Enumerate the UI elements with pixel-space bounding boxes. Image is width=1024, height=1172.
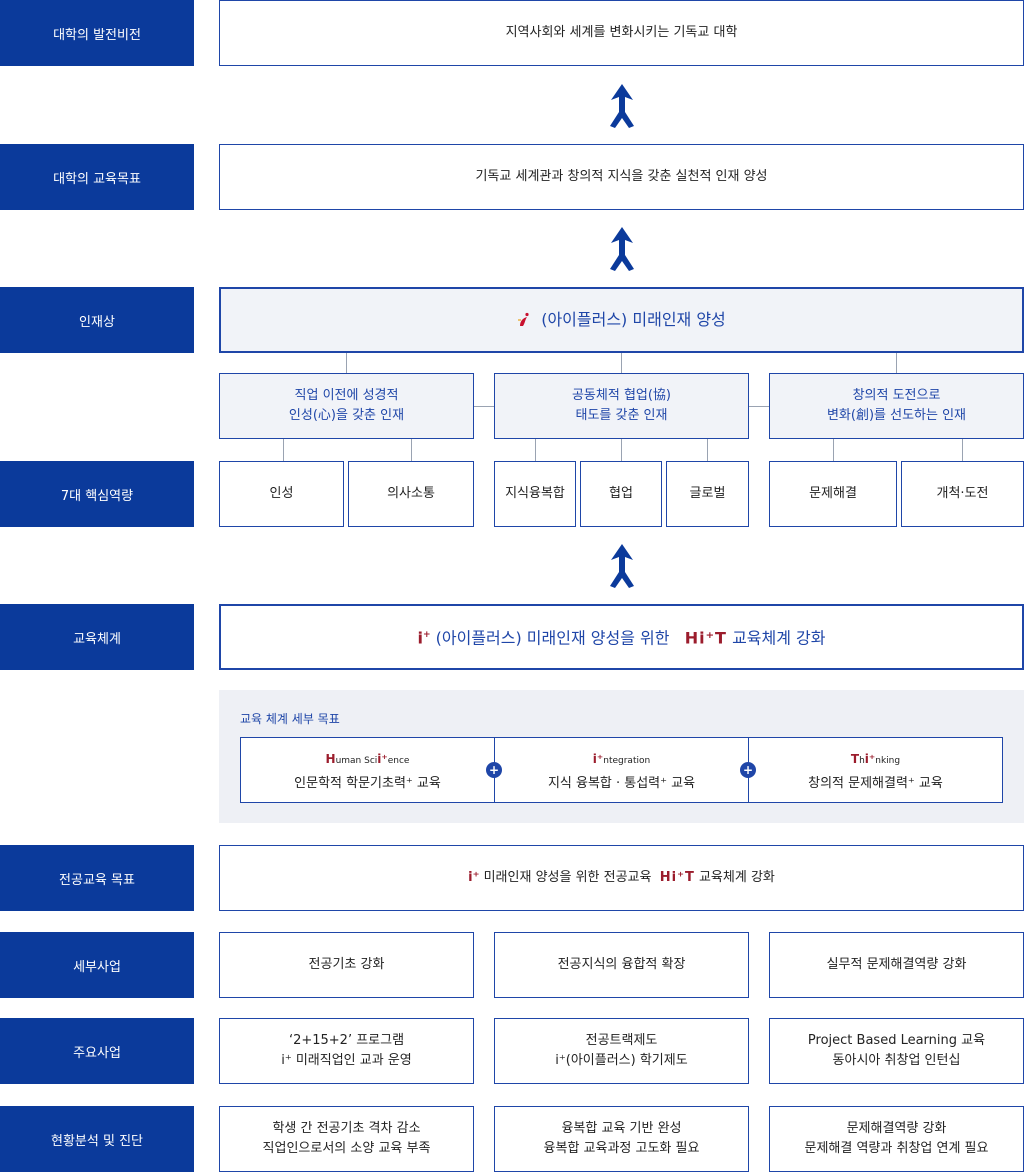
- main-project-line: 전공트랙제도: [585, 1033, 658, 1048]
- competency-label: 개척·도전: [936, 486, 989, 501]
- label-major-goal: 전공교육 목표: [0, 845, 194, 911]
- label-detail-project: 세부사업: [0, 932, 194, 998]
- major-goal-suffix: 교육체계 강화: [698, 870, 775, 885]
- detail-project-item: 전공지식의 융합적 확장: [494, 932, 749, 998]
- analysis-line: 문제해결 역량과 취창업 연계 필요: [804, 1141, 989, 1156]
- detail-project-item: 전공기초 강화: [219, 932, 474, 998]
- detail-goal-integration: i⁺ntegration 지식 융복합 · 통섭력⁺ 교육: [494, 737, 749, 803]
- edu-system-box: i+ (아이플러스) 미래인재 양성을 위한 Hi⁺T 교육체계 강화: [219, 604, 1024, 670]
- hit-logo: Hi⁺T: [684, 628, 727, 648]
- edu-system-suffix: 교육체계 강화: [732, 628, 826, 648]
- competency-label: 지식융복합: [505, 486, 565, 501]
- label-competency: 7대 핵심역량: [0, 461, 194, 527]
- label-talent: 인재상: [0, 287, 194, 353]
- competency-label: 협업: [609, 486, 633, 501]
- edu-system-main: (아이플러스) 미래인재 양성을 위한: [435, 628, 670, 648]
- analysis-line: 융복합 교육과정 고도화 필요: [543, 1141, 700, 1156]
- analysis-line: 문제해결역량 강화: [846, 1121, 947, 1136]
- analysis-line: 직업인으로서의 소양 교육 부족: [262, 1141, 431, 1156]
- analysis-line: 융복합 교육 기반 완성: [561, 1121, 682, 1136]
- major-goal-text: i⁺ 미래인재 양성을 위한 전공교육 Hi⁺T 교육체계 강화: [468, 868, 775, 888]
- detail-goal-en: Human Scii⁺ence: [325, 752, 410, 766]
- main-project-item: 전공트랙제도 i⁺(아이플러스) 학기제도: [494, 1018, 749, 1084]
- iplus-mark: i: [417, 628, 423, 648]
- label-analysis: 현황분석 및 진단: [0, 1106, 194, 1172]
- major-goal-box: i⁺ 미래인재 양성을 위한 전공교육 Hi⁺T 교육체계 강화: [219, 845, 1024, 911]
- label-main-project: 주요사업: [0, 1018, 194, 1084]
- main-project-line: Project Based Learning 교육: [807, 1033, 986, 1048]
- detail-goal-ko: 인문학적 학문기초력⁺ 교육: [294, 776, 441, 791]
- up-arrow-icon: [610, 84, 634, 128]
- competency-label: 의사소통: [387, 486, 435, 501]
- competency-item: 글로벌: [666, 461, 749, 527]
- detail-goal-thinking: Thi⁺nking 창의적 문제해결력⁺ 교육: [748, 737, 1003, 803]
- label-edu-goal: 대학의 교육목표: [0, 144, 194, 210]
- label-vision: 대학의 발전비전: [0, 0, 194, 66]
- talent-title-box: (아이플러스) 미래인재 양성: [219, 287, 1024, 353]
- competency-label: 글로벌: [689, 486, 726, 501]
- talent-item-line: 변화(創)를 선도하는 인재: [826, 408, 967, 423]
- main-project-item: ‘2+15+2’ 프로그램 i⁺ 미래직업인 교과 운영: [219, 1018, 474, 1084]
- talent-item-line: 태도를 갖춘 인재: [575, 408, 668, 423]
- vision-text: 지역사회와 세계를 변화시키는 기독교 대학: [505, 25, 738, 40]
- main-project-line: i⁺(아이플러스) 학기제도: [555, 1053, 688, 1068]
- vision-box: 지역사회와 세계를 변화시키는 기독교 대학: [219, 0, 1024, 66]
- competency-label: 인성: [269, 486, 294, 501]
- up-arrow-icon: [610, 544, 634, 588]
- detail-project-label: 실무적 문제해결역량 강화: [826, 957, 967, 972]
- talent-title: (아이플러스) 미래인재 양성: [541, 310, 726, 329]
- competency-item: 협업: [580, 461, 662, 527]
- detail-project-label: 전공기초 강화: [308, 957, 385, 972]
- competency-item: 의사소통: [348, 461, 474, 527]
- detail-goals-title: 교육 체계 세부 목표: [240, 712, 340, 726]
- major-goal-main: 미래인재 양성을 위한 전공교육: [483, 870, 652, 885]
- main-project-line: i⁺ 미래직업인 교과 운영: [281, 1053, 412, 1068]
- label-edu-system: 교육체계: [0, 604, 194, 670]
- plus-icon: +: [486, 762, 502, 778]
- detail-goal-human-science: Human Scii⁺ence 인문학적 학문기초력⁺ 교육: [240, 737, 495, 803]
- edu-goal-text: 기독교 세계관과 창의적 지식을 갖춘 실천적 인재 양성: [475, 169, 768, 184]
- competency-item: 지식융복합: [494, 461, 576, 527]
- iplus-sup: +: [423, 630, 431, 641]
- detail-goal-ko: 창의적 문제해결력⁺ 교육: [808, 776, 943, 791]
- analysis-line: 학생 간 전공기초 격차 감소: [272, 1121, 421, 1136]
- edu-system-text: i+ (아이플러스) 미래인재 양성을 위한 Hi⁺T 교육체계 강화: [418, 625, 826, 648]
- plus-icon: +: [740, 762, 756, 778]
- main-project-line: ‘2+15+2’ 프로그램: [288, 1033, 405, 1048]
- competency-item: 문제해결: [769, 461, 897, 527]
- talent-item-line: 인성(心)을 갖춘 인재: [288, 408, 405, 423]
- detail-project-label: 전공지식의 융합적 확장: [557, 957, 686, 972]
- talent-item-line: 창의적 도전으로: [852, 388, 941, 403]
- iplus-mark: i⁺: [468, 870, 480, 885]
- competency-item: 인성: [219, 461, 344, 527]
- hit-logo: Hi⁺T: [659, 870, 695, 885]
- iplus-logo-icon: [518, 312, 529, 326]
- detail-goal-en: i⁺ntegration: [592, 752, 651, 766]
- main-project-line: 동아시아 취창업 인턴십: [832, 1053, 961, 1068]
- competency-item: 개척·도전: [901, 461, 1024, 527]
- detail-goal-en: Thi⁺nking: [850, 752, 901, 766]
- detail-project-item: 실무적 문제해결역량 강화: [769, 932, 1024, 998]
- competency-label: 문제해결: [809, 486, 857, 501]
- talent-item-2: 공동체적 협업(協) 태도를 갖춘 인재: [494, 373, 749, 439]
- talent-item-line: 공동체적 협업(協): [571, 388, 672, 403]
- up-arrow-icon: [610, 227, 634, 271]
- edu-goal-box: 기독교 세계관과 창의적 지식을 갖춘 실천적 인재 양성: [219, 144, 1024, 210]
- talent-item-line: 직업 이전에 성경적: [294, 388, 399, 403]
- detail-goal-ko: 지식 융복합 · 통섭력⁺ 교육: [547, 776, 696, 791]
